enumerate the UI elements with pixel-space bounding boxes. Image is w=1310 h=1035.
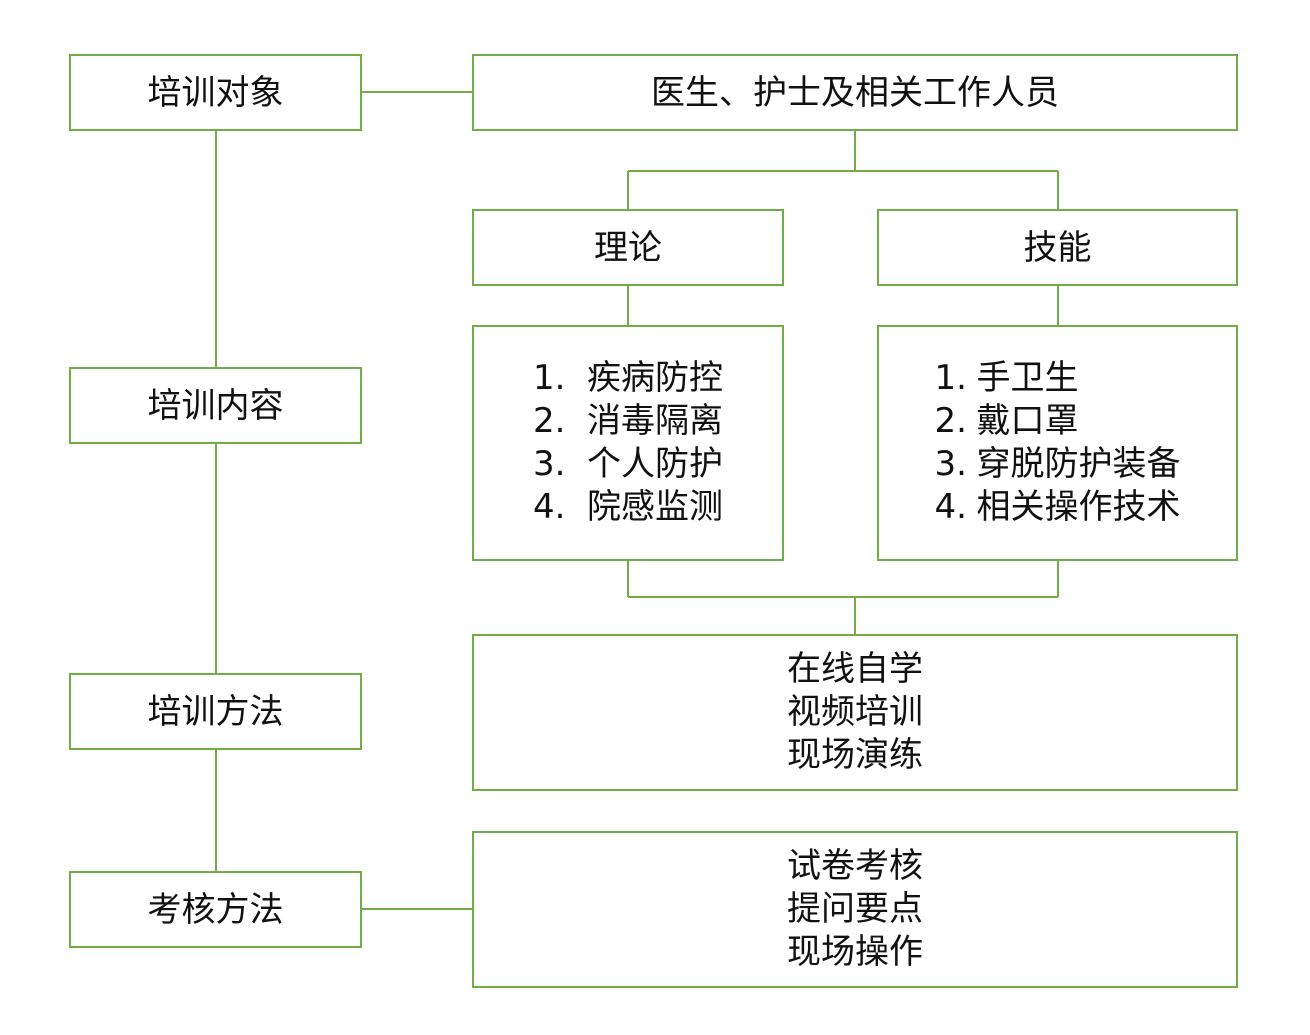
- list-item-number: 4.: [934, 487, 967, 527]
- skills-header-label: 技能: [1023, 227, 1092, 268]
- target-group-label: 医生、护士及相关工作人员: [651, 72, 1059, 113]
- list-item-text: 戴口罩: [976, 401, 1079, 441]
- theory-list: 1. 疾病防控 2. 消毒隔离 3. 个人防护 4. 院感监测: [533, 357, 723, 529]
- assessment-method-box: 考核方法: [69, 871, 362, 948]
- list-item: 1. 手卫生: [935, 357, 1079, 400]
- list-item-text: 疾病防控: [587, 358, 723, 398]
- list-item: 4. 院感监测: [533, 486, 723, 529]
- training-content-label: 培训内容: [147, 385, 284, 426]
- method-item: 在线自学: [787, 649, 923, 689]
- target-group-box: 医生、护士及相关工作人员: [472, 54, 1238, 131]
- skills-list: 1. 手卫生 2. 戴口罩 3. 穿脱防护装备 4. 相关操作技术: [935, 357, 1181, 529]
- training-target-label: 培训对象: [147, 72, 284, 113]
- training-method-box: 培训方法: [69, 673, 362, 750]
- theory-header-label: 理论: [594, 227, 662, 268]
- list-item: 2. 戴口罩: [935, 400, 1079, 443]
- theory-header-box: 理论: [472, 209, 784, 286]
- list-item: 3. 穿脱防护装备: [935, 443, 1181, 486]
- assessment-item: 现场操作: [787, 932, 923, 972]
- training-target-box: 培训对象: [69, 54, 362, 131]
- methods-box: 在线自学 视频培训 现场演练: [472, 634, 1238, 791]
- theory-list-box: 1. 疾病防控 2. 消毒隔离 3. 个人防护 4. 院感监测: [472, 325, 784, 561]
- list-item-number: 2.: [533, 401, 566, 441]
- list-item-text: 院感监测: [587, 487, 723, 527]
- skills-list-box: 1. 手卫生 2. 戴口罩 3. 穿脱防护装备 4. 相关操作技术: [877, 325, 1238, 561]
- assessment-item: 试卷考核: [787, 846, 923, 886]
- list-item-text: 消毒隔离: [587, 401, 723, 441]
- list-item-text: 手卫生: [976, 358, 1079, 398]
- list-item-text: 穿脱防护装备: [976, 444, 1181, 484]
- list-item: 2. 消毒隔离: [533, 400, 723, 443]
- list-item-number: 3.: [934, 444, 967, 484]
- list-item-number: 4.: [533, 487, 566, 527]
- list-item-number: 1.: [533, 358, 566, 398]
- method-item: 视频培训: [787, 692, 923, 732]
- methods-list: 在线自学 视频培训 现场演练: [787, 648, 923, 777]
- list-item: 3. 个人防护: [533, 443, 723, 486]
- method-item: 现场演练: [787, 735, 923, 775]
- list-item-number: 2.: [934, 401, 967, 441]
- assessment-box: 试卷考核 提问要点 现场操作: [472, 831, 1238, 988]
- training-content-box: 培训内容: [69, 367, 362, 444]
- list-item-number: 3.: [533, 444, 566, 484]
- list-item: 4. 相关操作技术: [935, 486, 1181, 529]
- list-item-number: 1.: [934, 358, 967, 398]
- list-item-text: 相关操作技术: [976, 487, 1181, 527]
- assessment-method-label: 考核方法: [147, 889, 284, 930]
- training-method-label: 培训方法: [147, 691, 284, 732]
- skills-header-box: 技能: [877, 209, 1238, 286]
- assessment-list: 试卷考核 提问要点 现场操作: [787, 845, 923, 974]
- assessment-item: 提问要点: [787, 889, 923, 929]
- list-item-text: 个人防护: [587, 444, 723, 484]
- list-item: 1. 疾病防控: [533, 357, 723, 400]
